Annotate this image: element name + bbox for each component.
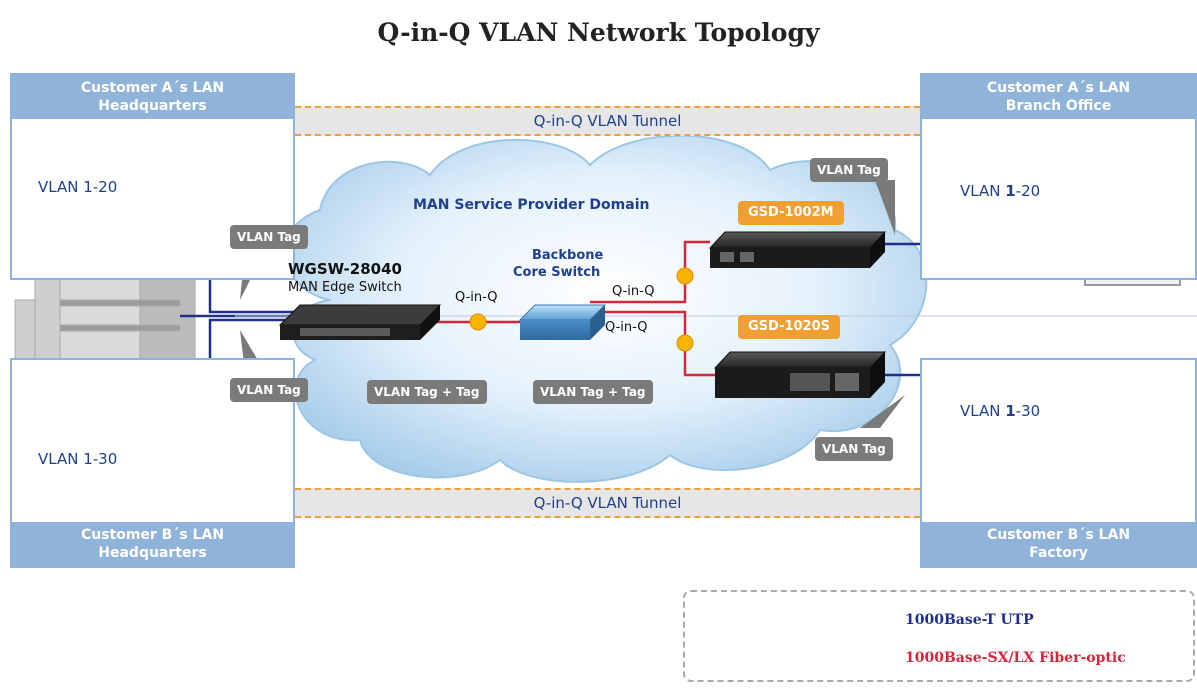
panel-factory-header: Customer B´s LAN Factory [922,522,1195,566]
panel-factory-vlan-number: 1 [1005,402,1016,420]
gsd-1020s-icon [713,351,887,398]
legend-utp-label: 1000Base-T UTP [905,612,1034,628]
gsd-1002m-icon [708,231,887,268]
panel-branch: Customer A´s LAN Branch Office [920,73,1197,280]
gsd-1002m-label: GSD-1002M [738,201,844,225]
panel-factory-vlan-prefix: VLAN [960,402,1006,420]
core-switch-label-1: Backbone [532,248,604,263]
domain-label: MAN Service Provider Domain [413,197,650,213]
panel-hq-b-vlan: VLAN 1-30 [38,450,118,468]
vlan-tag-hq-b: VLAN Tag [230,378,308,402]
vlan-tag-plus-tag-right: VLAN Tag + Tag [533,380,653,404]
core-switch-icon [518,304,607,340]
panel-branch-vlan-suffix: -20 [1015,182,1041,200]
panel-factory-vlan-suffix: -30 [1015,402,1041,420]
gsd-1020s-label: GSD-1020S [738,315,841,339]
panel-branch-vlan: VLAN 1-20 [960,182,1040,200]
fiber-transceiver-icons [469,267,694,352]
vlan-tag-factory: VLAN Tag [815,437,893,461]
qinq-label-upper: Q-in-Q [612,284,655,299]
panel-hq-a-header: Customer A´s LAN Headquarters [12,75,293,119]
panel-factory-vlan: VLAN 1-30 [960,402,1040,420]
legend-box [683,590,1195,682]
panel-branch-vlan-prefix: VLAN [960,182,1006,200]
vlan-tag-branch: VLAN Tag [810,158,888,182]
tunnel-bottom: Q-in-Q VLAN Tunnel [295,488,920,518]
core-switch-label-2: Core Switch [513,265,601,280]
panel-branch-header: Customer A´s LAN Branch Office [922,75,1195,119]
edge-switch-icon [278,304,442,340]
legend-fiber-label: 1000Base-SX/LX Fiber-optic [905,650,1126,666]
panel-hq-a-vlan: VLAN 1-20 [38,178,118,196]
panel-branch-vlan-number: 1 [1005,182,1016,200]
panel-factory: Customer B´s LAN Factory [920,358,1197,568]
vlan-tag-plus-tag-left: VLAN Tag + Tag [367,380,487,404]
panel-hq-b-header: Customer B´s LAN Headquarters [12,522,293,566]
diagram-title: Q-in-Q VLAN Network Topology [377,18,820,47]
tunnel-top: Q-in-Q VLAN Tunnel [295,106,920,136]
qinq-label-edge: Q-in-Q [455,290,498,305]
qinq-label-lower: Q-in-Q [605,320,648,335]
vlan-tag-hq-a: VLAN Tag [230,225,308,249]
edge-switch-model: WGSW-28040 [288,260,402,278]
panel-hq-b: Customer B´s LAN Headquarters [10,358,295,568]
edge-switch-role: MAN Edge Switch [288,280,402,295]
